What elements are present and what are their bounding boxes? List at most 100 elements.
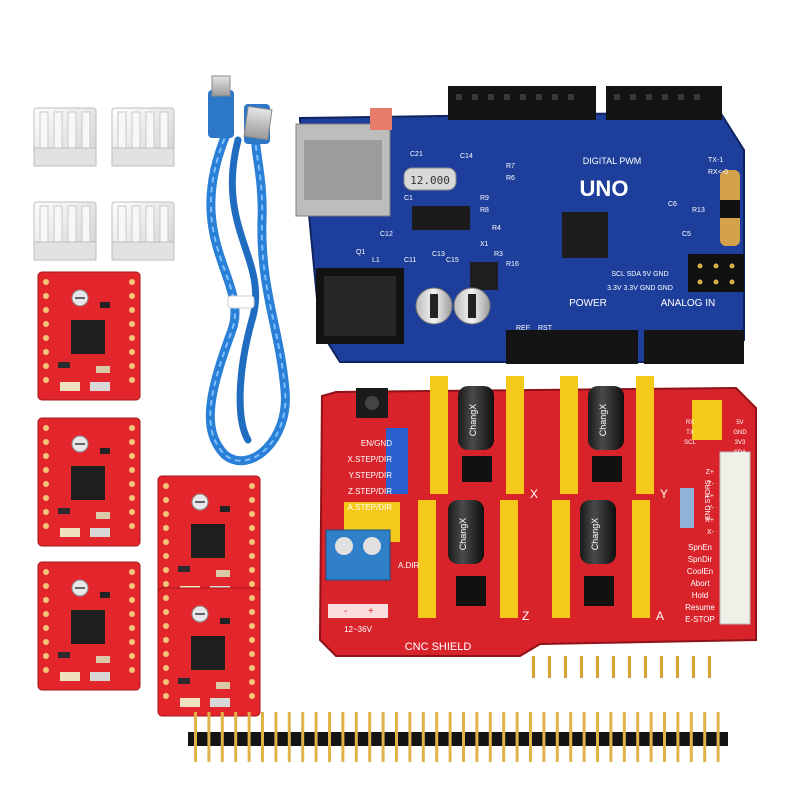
heatsink: [33, 107, 97, 167]
x-step-label: X.STEP/DIR: [348, 455, 393, 464]
power-label: POWER: [569, 298, 607, 309]
cnc-uart-label: 5V: [736, 420, 743, 426]
stepper-driver: [37, 271, 141, 401]
cnc-endstop-label: X-: [707, 529, 715, 536]
enable-label: EN/GND: [361, 439, 392, 448]
cnc-uart-label: 3V3: [735, 440, 746, 446]
voltage-label: 12~36V: [344, 625, 372, 634]
cnc-uart-label: GND: [733, 430, 747, 436]
axis-a-label: A: [656, 609, 664, 623]
header-pin: [569, 712, 573, 762]
uno-component-label: C5: [682, 231, 691, 238]
header-pin: [261, 712, 264, 762]
header-pin: [475, 712, 479, 762]
crystal: [403, 167, 457, 191]
header-pin: [368, 712, 372, 762]
header-pin: [529, 712, 532, 762]
header-pin: [287, 712, 291, 762]
header-pin: [636, 712, 640, 762]
header-pin: [421, 712, 425, 762]
pin-header-strip: [188, 712, 728, 762]
uno-component-label: C13: [432, 251, 445, 258]
header-pin: [622, 712, 626, 762]
a-dir-label: A.DIR: [398, 561, 420, 570]
yellow-driver-headers: [418, 376, 654, 618]
axis-x-label: X: [530, 487, 538, 501]
cnc-shield-title: CNC SHIELD: [405, 641, 472, 653]
cnc-uart-label: SCL: [684, 440, 696, 446]
header-pin: [274, 712, 278, 762]
z-step-label: Z.STEP/DIR: [348, 487, 392, 496]
stepper-driver: [37, 417, 141, 547]
header-pin: [328, 712, 331, 762]
heatsink: [33, 201, 97, 261]
cnc-endstop-label: Y-: [708, 505, 715, 512]
atmega-chip: [562, 212, 608, 258]
header-pin: [542, 712, 546, 762]
uno-component-label: R16: [506, 261, 519, 268]
header-pin: [448, 712, 452, 762]
cnc-uart-label: SDA: [734, 450, 746, 456]
header-pin: [395, 712, 398, 762]
header-pin: [663, 712, 666, 762]
uno-component-label: Q1: [356, 249, 365, 256]
ref-label: REF: [516, 325, 530, 332]
header-pin: [582, 712, 586, 762]
header-pin: [609, 712, 613, 762]
uno-component-label: R9: [480, 195, 489, 202]
v33-row: 3.3V 3.3V GND GND: [607, 285, 673, 292]
uno-component-label: R6: [506, 175, 515, 182]
heatsink: [111, 107, 175, 167]
cnc-function-label: Abort: [690, 579, 710, 588]
crystal-label: 12.000: [410, 174, 450, 187]
uno-component-label: R7: [506, 163, 515, 170]
cnc-endstop-label: Y+: [705, 493, 714, 500]
endstop-header: [719, 451, 751, 625]
tx-label: TX-1: [708, 157, 723, 164]
analog-in-label: ANALOG IN: [661, 298, 715, 309]
a-step-label: A.STEP/DIR: [348, 503, 393, 512]
cap-brand: ChangX: [468, 404, 478, 437]
header-pin: [220, 712, 224, 762]
heatsinks: [33, 107, 175, 261]
uno-component-label: R13: [692, 207, 705, 214]
uno-component-label: L1: [372, 257, 380, 264]
rst-label: RST: [538, 325, 553, 332]
uno-component-labels: R7R6R9C1R8X1R4R3R16R13C6C5C11C13C14C21C1…: [356, 151, 705, 268]
analog-header: [644, 330, 744, 364]
power-header: [506, 330, 638, 364]
digital-header: [606, 86, 722, 120]
cnc-function-label: Resume: [685, 603, 715, 612]
axis-y-label: Y: [660, 487, 668, 501]
minus-label: -: [344, 606, 347, 617]
header-pin: [301, 712, 305, 762]
header-pin: [314, 712, 318, 762]
header-pin: [649, 712, 653, 762]
header-pin: [515, 712, 519, 762]
cnc-endstop-label: X+: [705, 517, 714, 524]
cnc-shield-board: ChangX ChangX ChangX ChangX - + 12~36V E…: [318, 376, 757, 678]
header-pin: [247, 712, 251, 762]
cnc-uart-label: TX: [686, 430, 694, 436]
uno-component-label: C6: [668, 201, 677, 208]
header-pin: [341, 712, 345, 762]
axis-z-label: Z: [522, 609, 529, 623]
cnc-function-label: Hold: [692, 591, 708, 600]
cnc-endstop-labels: Z+Z-Y+Y-X+X-: [705, 469, 714, 536]
header-pin: [207, 712, 211, 762]
stepper-driver: [157, 475, 261, 605]
cap-brand: ChangX: [590, 518, 600, 551]
header-pin: [716, 712, 720, 762]
arduino-uno-board: 12.000 UNO DIGITAL PWM POWER ANALOG IN S…: [295, 86, 745, 364]
reset-button: [370, 108, 392, 130]
digital-pwm-label: DIGITAL PWM: [583, 156, 642, 166]
header-pin: [596, 712, 599, 762]
cnc-function-label: SpnEn: [688, 543, 712, 552]
uno-component-label: C1: [404, 195, 413, 202]
cnc-uart-label: RX: [686, 420, 694, 426]
scl-sda-row: SCL SDA 5V GND: [611, 271, 668, 278]
uno-component-label: C12: [380, 231, 393, 238]
cable-tie: [227, 295, 255, 309]
